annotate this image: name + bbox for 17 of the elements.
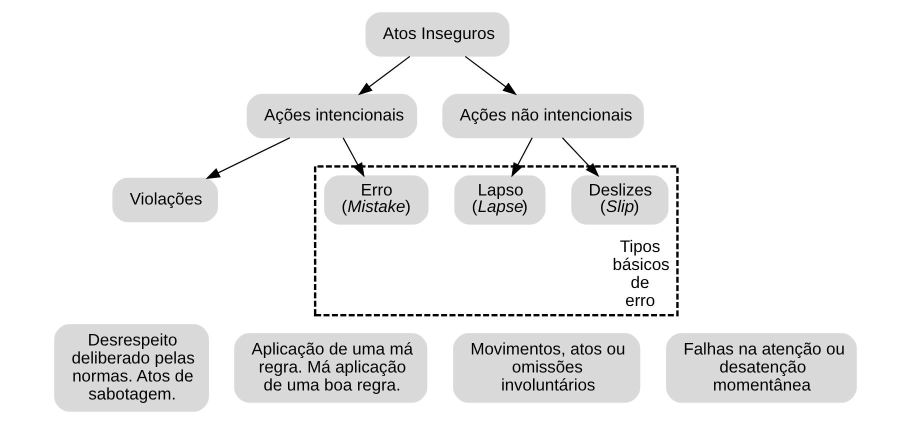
node-box: Erro (Mistake) <box>324 175 428 225</box>
arrow <box>510 138 532 178</box>
arrow <box>358 56 410 96</box>
arrow <box>464 56 516 96</box>
arrow <box>205 137 290 180</box>
node-box: Deslizes (Slip) <box>570 175 668 225</box>
node-box: Atos Inseguros <box>365 12 509 57</box>
node-box: Lapso (Lapse) <box>454 175 545 225</box>
node-box: Ações intencionais <box>246 94 417 138</box>
node-box: Falhas na atenção ou desatenção momentânea <box>666 333 856 403</box>
node-box: Aplicação de uma má regra. Má aplicação de uma boa regra. <box>234 333 427 403</box>
arrow <box>342 138 364 178</box>
arrow <box>562 137 599 177</box>
node-box: Violações <box>112 178 218 222</box>
node-box: Movimentos, atos ou omissões involuntários <box>452 333 640 403</box>
node-box: Ações não intencionais <box>442 94 644 138</box>
node-box: Desrespeito deliberado pelas normas. Atos de sabotagem. <box>54 324 208 412</box>
